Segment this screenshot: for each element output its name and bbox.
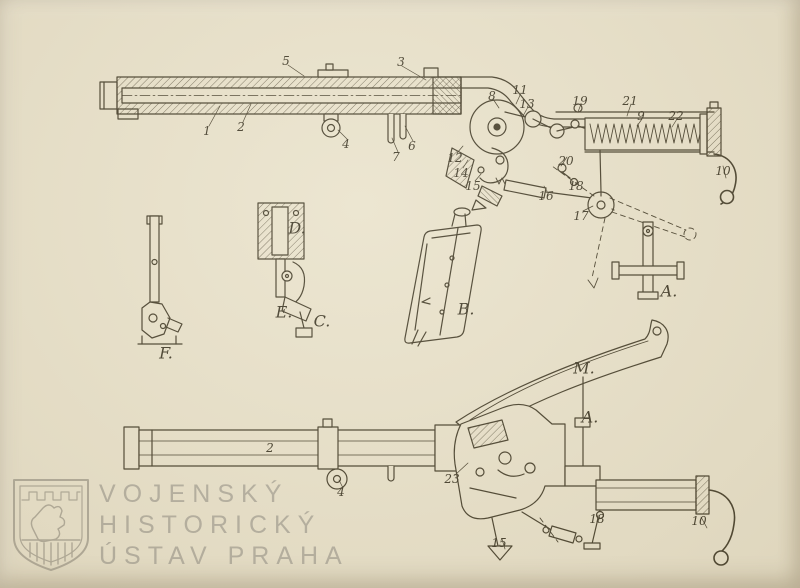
watermark-line-3: ÚSTAV PRAHA: [99, 542, 349, 570]
crank-handle: [713, 153, 737, 205]
recoil-spring-housing: [555, 101, 722, 157]
crenellation: [21, 491, 81, 501]
watermark-line-1: VOJENSKÝ: [99, 480, 289, 508]
bottom-figure-side-view: [123, 403, 736, 566]
bottom-crank-handle: [708, 489, 736, 566]
coat-of-arms-logo: [13, 479, 89, 571]
bottom-rear-housing: [564, 465, 736, 566]
leader-lines-top: [208, 64, 727, 212]
watermark-line-2: HISTORICKÝ: [99, 511, 322, 539]
detail-b-plate: [404, 207, 482, 347]
bottom-struts: [487, 509, 605, 561]
shield-stripes: [29, 542, 73, 566]
bottom-barrel: [123, 418, 436, 490]
watermark-text: VOJENSKÝ HISTORICKÝ ÚSTAV PRAHA: [99, 479, 349, 572]
detail-dec-lock-parts: [257, 202, 313, 338]
lion-emblem: [30, 504, 66, 543]
leader-lines-bottom: [338, 462, 708, 550]
underbarrel-lug-and-pins: [321, 113, 407, 144]
coil-spring: [589, 123, 703, 144]
receiver-lock-mechanism: [445, 76, 593, 211]
detail-a-bracket: [611, 221, 685, 300]
bottom-receiver: [434, 403, 566, 520]
sight-blocks: [317, 63, 439, 78]
barrel-jacket: [116, 76, 462, 115]
top-figure-longitudinal-section: [99, 63, 737, 289]
detail-f-lever: [137, 215, 183, 345]
